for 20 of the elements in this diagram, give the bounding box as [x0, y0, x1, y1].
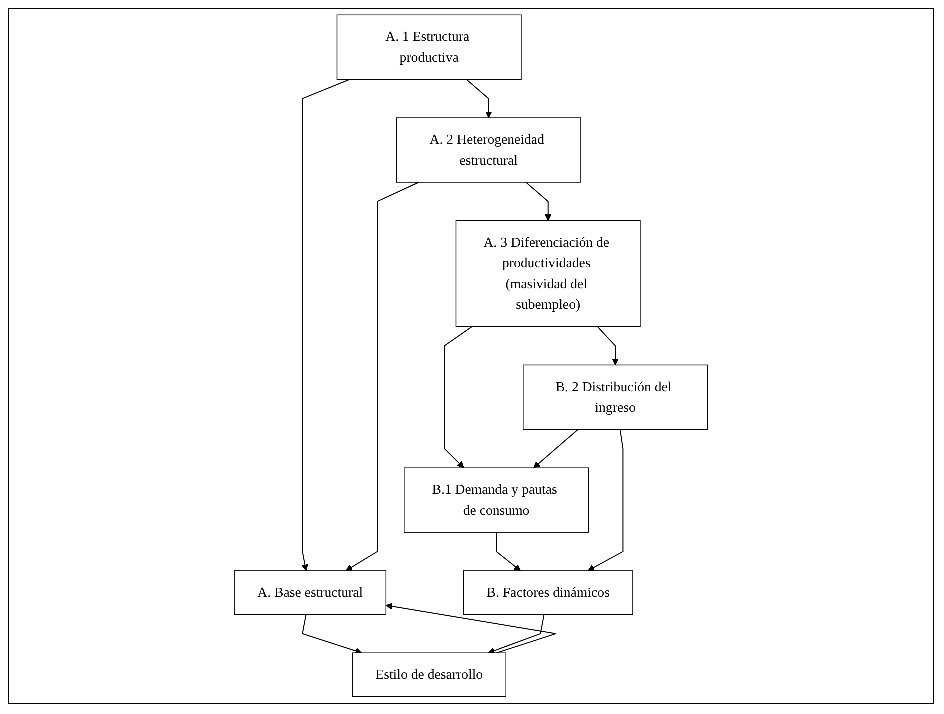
- arrow: [346, 182, 420, 572]
- arrow: [488, 614, 545, 654]
- node-box: A. 3 Diferenciación de productividades (masividad del subempleo): [456, 220, 641, 328]
- node-box: A. 1 Estructura productiva: [336, 14, 522, 80]
- node-box: Estilo de desarrollo: [352, 652, 506, 698]
- arrow: [496, 532, 521, 572]
- node-box: B. 2 Distribución del ingreso: [522, 364, 708, 430]
- arrow: [526, 182, 552, 222]
- arrow: [588, 429, 624, 572]
- node-box: A. Base estructural: [234, 570, 386, 616]
- arrow: [386, 603, 556, 654]
- arrow: [466, 79, 492, 118]
- arrow: [302, 614, 362, 654]
- arrow: [444, 326, 473, 468]
- arrow: [533, 429, 579, 468]
- node-box: B. Factores dinámicos: [463, 570, 634, 616]
- arrow: [597, 326, 619, 366]
- node-box: B.1 Demanda y pautas de consumo: [404, 468, 589, 533]
- node-box: A. 2 Heterogeneidad estructural: [396, 118, 582, 183]
- arrow: [302, 79, 350, 572]
